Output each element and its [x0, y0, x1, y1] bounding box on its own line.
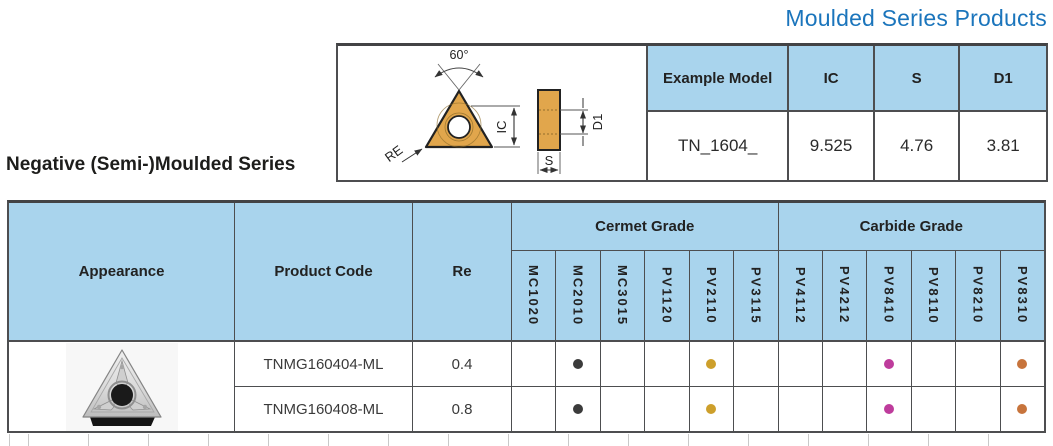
grade-cell: [601, 342, 646, 386]
d1-header: D1: [958, 46, 1046, 112]
grade-cell: [867, 387, 912, 431]
grade-dot-black: [573, 404, 584, 414]
table-row: TNMG160404-ML 0.4: [235, 342, 1044, 387]
grade-cell: [779, 342, 823, 386]
product-code-cell: TNMG160408-ML: [235, 387, 413, 431]
grade-column-header: PV4112: [779, 251, 823, 340]
section-title: Negative (Semi-)Moulded Series: [6, 154, 296, 175]
grade-cell: [1001, 387, 1044, 431]
appearance-header: Appearance: [9, 203, 235, 340]
insert-hole: [447, 115, 471, 139]
product-code-cell: TNMG160404-ML: [235, 342, 413, 386]
grade-cell: [823, 387, 868, 431]
grade-cell: [779, 387, 823, 431]
grade-column-header: MC1020: [512, 251, 557, 340]
grade-column-header: PV8110: [912, 251, 957, 340]
grade-cell: [601, 387, 646, 431]
carbide-grade-group-header: Carbide Grade: [859, 218, 963, 235]
table-header: Appearance Product Code Re Cermet Grade …: [9, 203, 1044, 342]
grade-dot-orange: [1017, 359, 1028, 369]
example-model-table: Example Model IC S D1 TN_1604_ 9.525 4.7…: [648, 46, 1046, 180]
re-cell: 0.8: [413, 387, 512, 431]
product-code-header: Product Code: [235, 203, 413, 340]
dimension-reference-box: 60° IC RE: [336, 43, 1048, 182]
grade-dot-orange: [1017, 404, 1028, 414]
insert-photo-hole: [110, 383, 133, 406]
d1-value: 3.81: [958, 112, 1046, 180]
table-body: TNMG160404-ML 0.4 TNMG160408-M: [9, 342, 1044, 431]
appearance-cell: [9, 342, 235, 431]
grade-cell: [645, 342, 690, 386]
re-cell: 0.4: [413, 342, 512, 386]
ic-label: IC: [494, 121, 509, 134]
re-header: Re: [413, 203, 512, 340]
grade-cell: [1001, 342, 1044, 386]
grade-dot-magenta: [884, 404, 895, 414]
grade-dot-gold: [706, 359, 717, 369]
product-table: Appearance Product Code Re Cermet Grade …: [7, 200, 1046, 433]
s-header: S: [872, 46, 959, 112]
grade-cell: [956, 387, 1001, 431]
s-value: 4.76: [872, 112, 959, 180]
next-row-cut-off-stubs: [7, 434, 1046, 446]
grade-cell: [690, 387, 735, 431]
grade-cell: [823, 342, 868, 386]
grade-cell: [556, 387, 601, 431]
insert-side-view: [537, 89, 561, 151]
grade-cell: [645, 387, 690, 431]
grade-cell: [912, 387, 957, 431]
grade-column-header: PV8310: [1014, 266, 1030, 325]
grade-cell: [556, 342, 601, 386]
grade-cell: [867, 342, 912, 386]
grade-dot-gold: [706, 404, 717, 414]
grade-dot-magenta: [884, 359, 895, 369]
grade-column-header: PV1120: [645, 251, 690, 340]
grade-cell: [912, 342, 957, 386]
grade-cell: [512, 387, 557, 431]
example-model-value: TN_1604_: [648, 112, 788, 180]
insert-dimension-diagram: 60° IC RE: [338, 46, 648, 180]
example-model-header: Example Model: [648, 46, 788, 112]
grade-column-header: PV4212: [823, 251, 868, 340]
grade-cell: [956, 342, 1001, 386]
ic-header: IC: [787, 46, 873, 112]
grade-column-header: PV8210: [956, 251, 1001, 340]
grade-headers: Cermet Grade Carbide Grade MC1020 MC2010…: [512, 203, 1044, 340]
grade-cell: [512, 342, 557, 386]
grade-column-header: MC2010: [556, 251, 601, 340]
page-title: Moulded Series Products: [785, 5, 1047, 31]
grade-cell: [734, 342, 779, 386]
cermet-grade-group-header: Cermet Grade: [512, 203, 779, 250]
angle-label: 60°: [450, 48, 469, 62]
grade-column-header: PV3115: [734, 251, 779, 340]
grade-cell: [734, 387, 779, 431]
ic-value: 9.525: [787, 112, 873, 180]
s-label: S: [545, 153, 554, 168]
grade-column-header: PV8410: [867, 251, 912, 340]
insert-photo: [65, 342, 178, 431]
grade-cell: [690, 342, 735, 386]
table-row: TNMG160408-ML 0.8: [235, 387, 1044, 431]
d1-label: D1: [590, 114, 605, 131]
grade-dot-black: [573, 359, 584, 369]
grade-column-header: MC3015: [601, 251, 646, 340]
grade-column-header: PV2110: [690, 251, 735, 340]
insert-diagram-drawing: 60° IC RE: [382, 48, 605, 174]
